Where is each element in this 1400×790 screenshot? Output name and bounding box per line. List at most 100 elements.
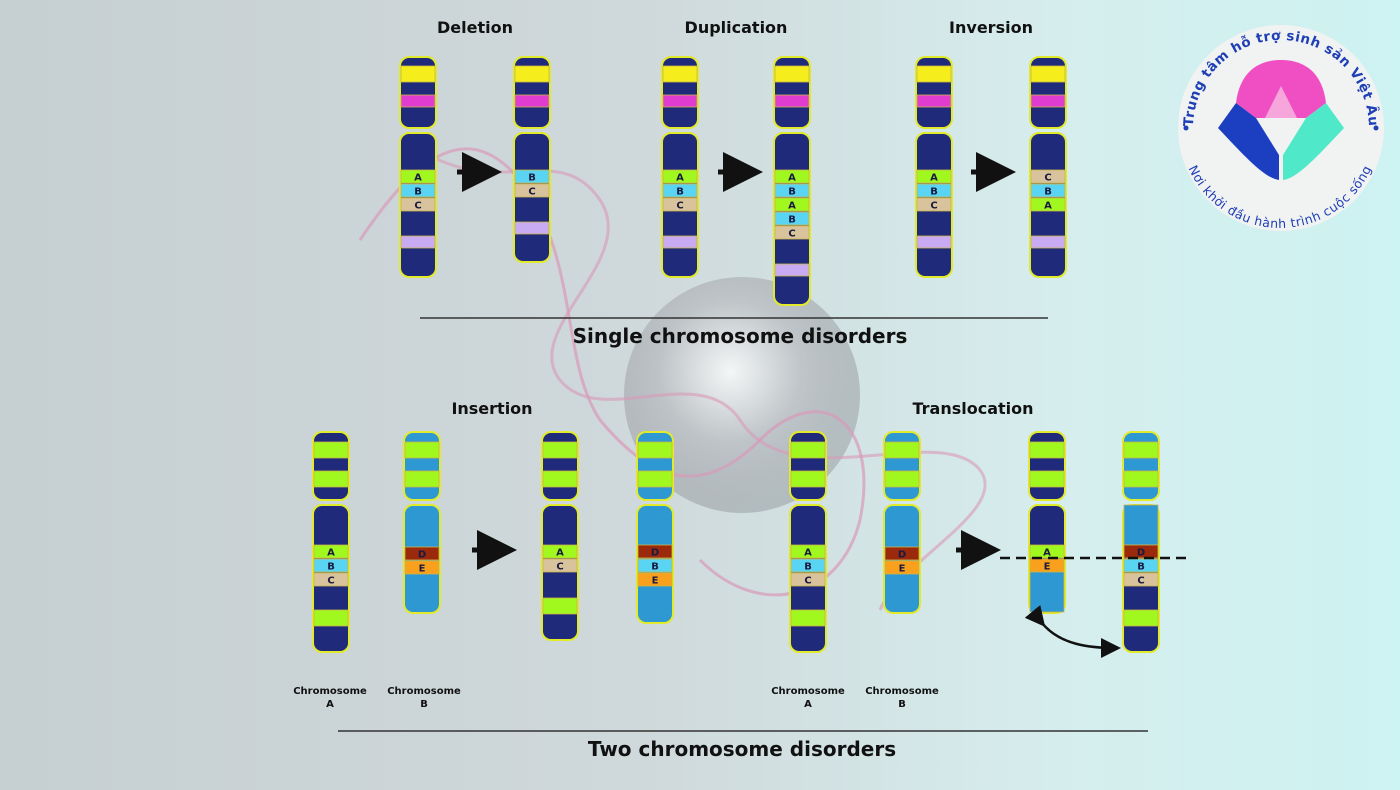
chromosome-band — [916, 94, 952, 108]
two-disorders-title: Two chromosome disorders — [588, 737, 896, 761]
inversion-before: ABC — [915, 56, 953, 278]
logo-light-pink-shape — [1265, 86, 1297, 118]
chromosome-b-letter: B — [420, 699, 428, 710]
chromosome-band — [400, 65, 436, 83]
chromosome-a-label: Chromosome — [293, 686, 367, 697]
chromosome-band — [637, 572, 673, 587]
chromosome-a-letter: A — [326, 699, 334, 710]
deletion-heading: Deletion — [437, 18, 513, 37]
insertion-chromosome-b: DE — [403, 431, 441, 614]
chromosome-band — [916, 197, 952, 212]
chromosome-band — [313, 558, 349, 573]
chromosome-band — [514, 94, 550, 108]
band-label: D — [651, 548, 659, 559]
chromosome-band — [1123, 504, 1159, 546]
chromosome-band — [916, 65, 952, 83]
chromosome-band — [1030, 65, 1066, 83]
band-label: A — [556, 548, 564, 559]
chromosome-band — [884, 441, 920, 459]
chromosome-band — [774, 225, 810, 240]
chromosome-band — [637, 544, 673, 559]
band-label: E — [652, 576, 659, 587]
chromosome-band — [514, 183, 550, 198]
chromosome-band — [774, 94, 810, 108]
chromosome-band — [662, 235, 698, 249]
band-label: C — [556, 562, 563, 573]
band-label: E — [1044, 562, 1051, 573]
band-label: C — [1137, 576, 1144, 587]
chromosome-band — [662, 183, 698, 198]
chromosome-band — [662, 197, 698, 212]
chromosome-band — [542, 544, 578, 559]
band-label: B — [414, 187, 422, 198]
chromosome-band — [790, 572, 826, 587]
band-label: B — [788, 187, 796, 198]
chromosome-band — [542, 597, 578, 615]
chromosome-band — [774, 197, 810, 212]
inversion-heading: Inversion — [949, 18, 1033, 37]
chromosome-band — [1030, 197, 1066, 212]
chromosome-band — [790, 544, 826, 559]
chromosome-band — [916, 235, 952, 249]
chromosome-long-arm — [541, 504, 579, 641]
band-label: B — [1137, 562, 1145, 573]
chromosome-band — [313, 544, 349, 559]
band-label: A — [930, 173, 938, 184]
chromosome-band — [1030, 235, 1066, 249]
chromosome-band — [637, 441, 673, 459]
band-label: B — [930, 187, 938, 198]
chromosome-band — [637, 558, 673, 573]
band-label: B — [651, 562, 659, 573]
band-label: B — [1044, 187, 1052, 198]
logo-mint-shape — [1283, 103, 1344, 180]
chromosome-band — [916, 183, 952, 198]
inversion-after: CBA — [1029, 56, 1067, 278]
band-label: B — [788, 215, 796, 226]
chromosome-band — [400, 94, 436, 108]
chromosome-band — [1030, 94, 1066, 108]
chromosome-band — [400, 197, 436, 212]
duplication-heading: Duplication — [685, 18, 788, 37]
band-label: A — [788, 173, 796, 184]
translocation-heading: Translocation — [912, 399, 1033, 418]
chromosome-band — [1029, 470, 1065, 488]
band-label: A — [804, 548, 812, 559]
chromosome-band — [514, 221, 550, 235]
arrows — [457, 152, 1016, 570]
chromosome-band — [790, 470, 826, 488]
band-label: C — [676, 201, 683, 212]
band-label: B — [804, 562, 812, 573]
chromosome-band — [774, 183, 810, 198]
chromosome-band — [542, 558, 578, 573]
band-label: B — [528, 173, 536, 184]
chromosome-band — [400, 183, 436, 198]
chromosome-band — [662, 169, 698, 184]
chromosome-band — [1123, 544, 1159, 559]
band-label: A — [1043, 548, 1051, 559]
translocation-chromosome-a: ABC — [789, 431, 827, 653]
chromosome-band — [404, 560, 440, 575]
chromosome-band — [1029, 441, 1065, 459]
translocation-chromosome-b: DE — [883, 431, 921, 614]
chromosome-band — [1030, 169, 1066, 184]
translocation-result-b: DBC — [1122, 431, 1160, 653]
band-label: A — [1044, 201, 1052, 212]
clinic-logo: Trung tâm hỗ trợ sinh sản Việt Âu Nơi kh… — [1178, 25, 1384, 231]
deletion-before: ABC — [399, 56, 437, 278]
band-label: D — [898, 550, 906, 561]
band-label: A — [414, 173, 422, 184]
band-label: C — [528, 187, 535, 198]
chromosome-band — [400, 169, 436, 184]
chromosome-band — [400, 235, 436, 249]
chromosome-a-letter: A — [804, 699, 812, 710]
insertion-result-a: AC — [541, 431, 579, 641]
logo-blue-shape — [1218, 103, 1279, 180]
band-label: D — [1137, 548, 1145, 559]
chromosome-band — [1123, 558, 1159, 573]
chromosome-band — [542, 470, 578, 488]
insertion-result-b: DBE — [636, 431, 674, 624]
chromosome-b-letter: B — [898, 699, 906, 710]
